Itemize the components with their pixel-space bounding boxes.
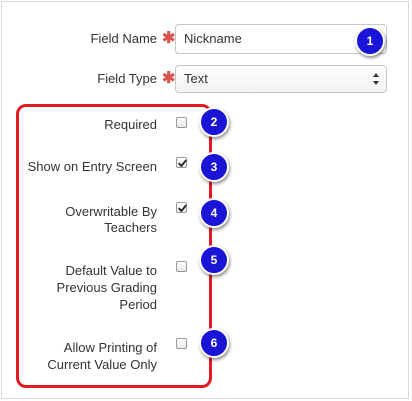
- callout-badge-4: 4: [199, 198, 229, 228]
- field-name-input[interactable]: Nickname: [175, 24, 387, 54]
- required-checkbox[interactable]: [176, 117, 187, 128]
- field-name-required-marker: ✱: [162, 30, 176, 47]
- allow-printing-checkbox[interactable]: [176, 338, 187, 349]
- show-on-entry-screen-checkbox[interactable]: [176, 157, 187, 168]
- checkmark-icon: [178, 204, 187, 212]
- default-value-checkbox[interactable]: [176, 261, 187, 272]
- callout-badge-5: 5: [199, 245, 229, 275]
- default-value-label-line-2: Previous Grading: [56, 280, 157, 295]
- default-value-label-line-3: Period: [119, 297, 157, 312]
- field-name-label: Field Name: [90, 31, 157, 46]
- overwritable-label-line-2: Teachers: [104, 220, 157, 235]
- field-type-required-marker: ✱: [162, 70, 176, 87]
- callout-badge-6: 6: [199, 328, 229, 358]
- field-type-selected-value: Text: [184, 71, 208, 86]
- show-on-entry-screen-label: Show on Entry Screen: [27, 159, 157, 174]
- field-type-select[interactable]: Text: [175, 65, 387, 93]
- required-label: Required: [104, 117, 157, 132]
- callout-badge-1: 1: [355, 26, 385, 56]
- callout-badge-2: 2: [199, 107, 229, 137]
- checkmark-icon: [178, 159, 187, 167]
- default-value-label-line-1: Default Value to: [65, 263, 157, 278]
- field-type-label: Field Type: [97, 71, 157, 86]
- callout-badge-3: 3: [199, 152, 229, 182]
- overwritable-checkbox[interactable]: [176, 202, 187, 213]
- allow-printing-label-line-2: Current Value Only: [47, 357, 157, 372]
- overwritable-label-line-1: Overwritable By: [65, 204, 157, 219]
- up-down-arrows-icon: [373, 73, 379, 85]
- allow-printing-label-line-1: Allow Printing of: [63, 340, 157, 355]
